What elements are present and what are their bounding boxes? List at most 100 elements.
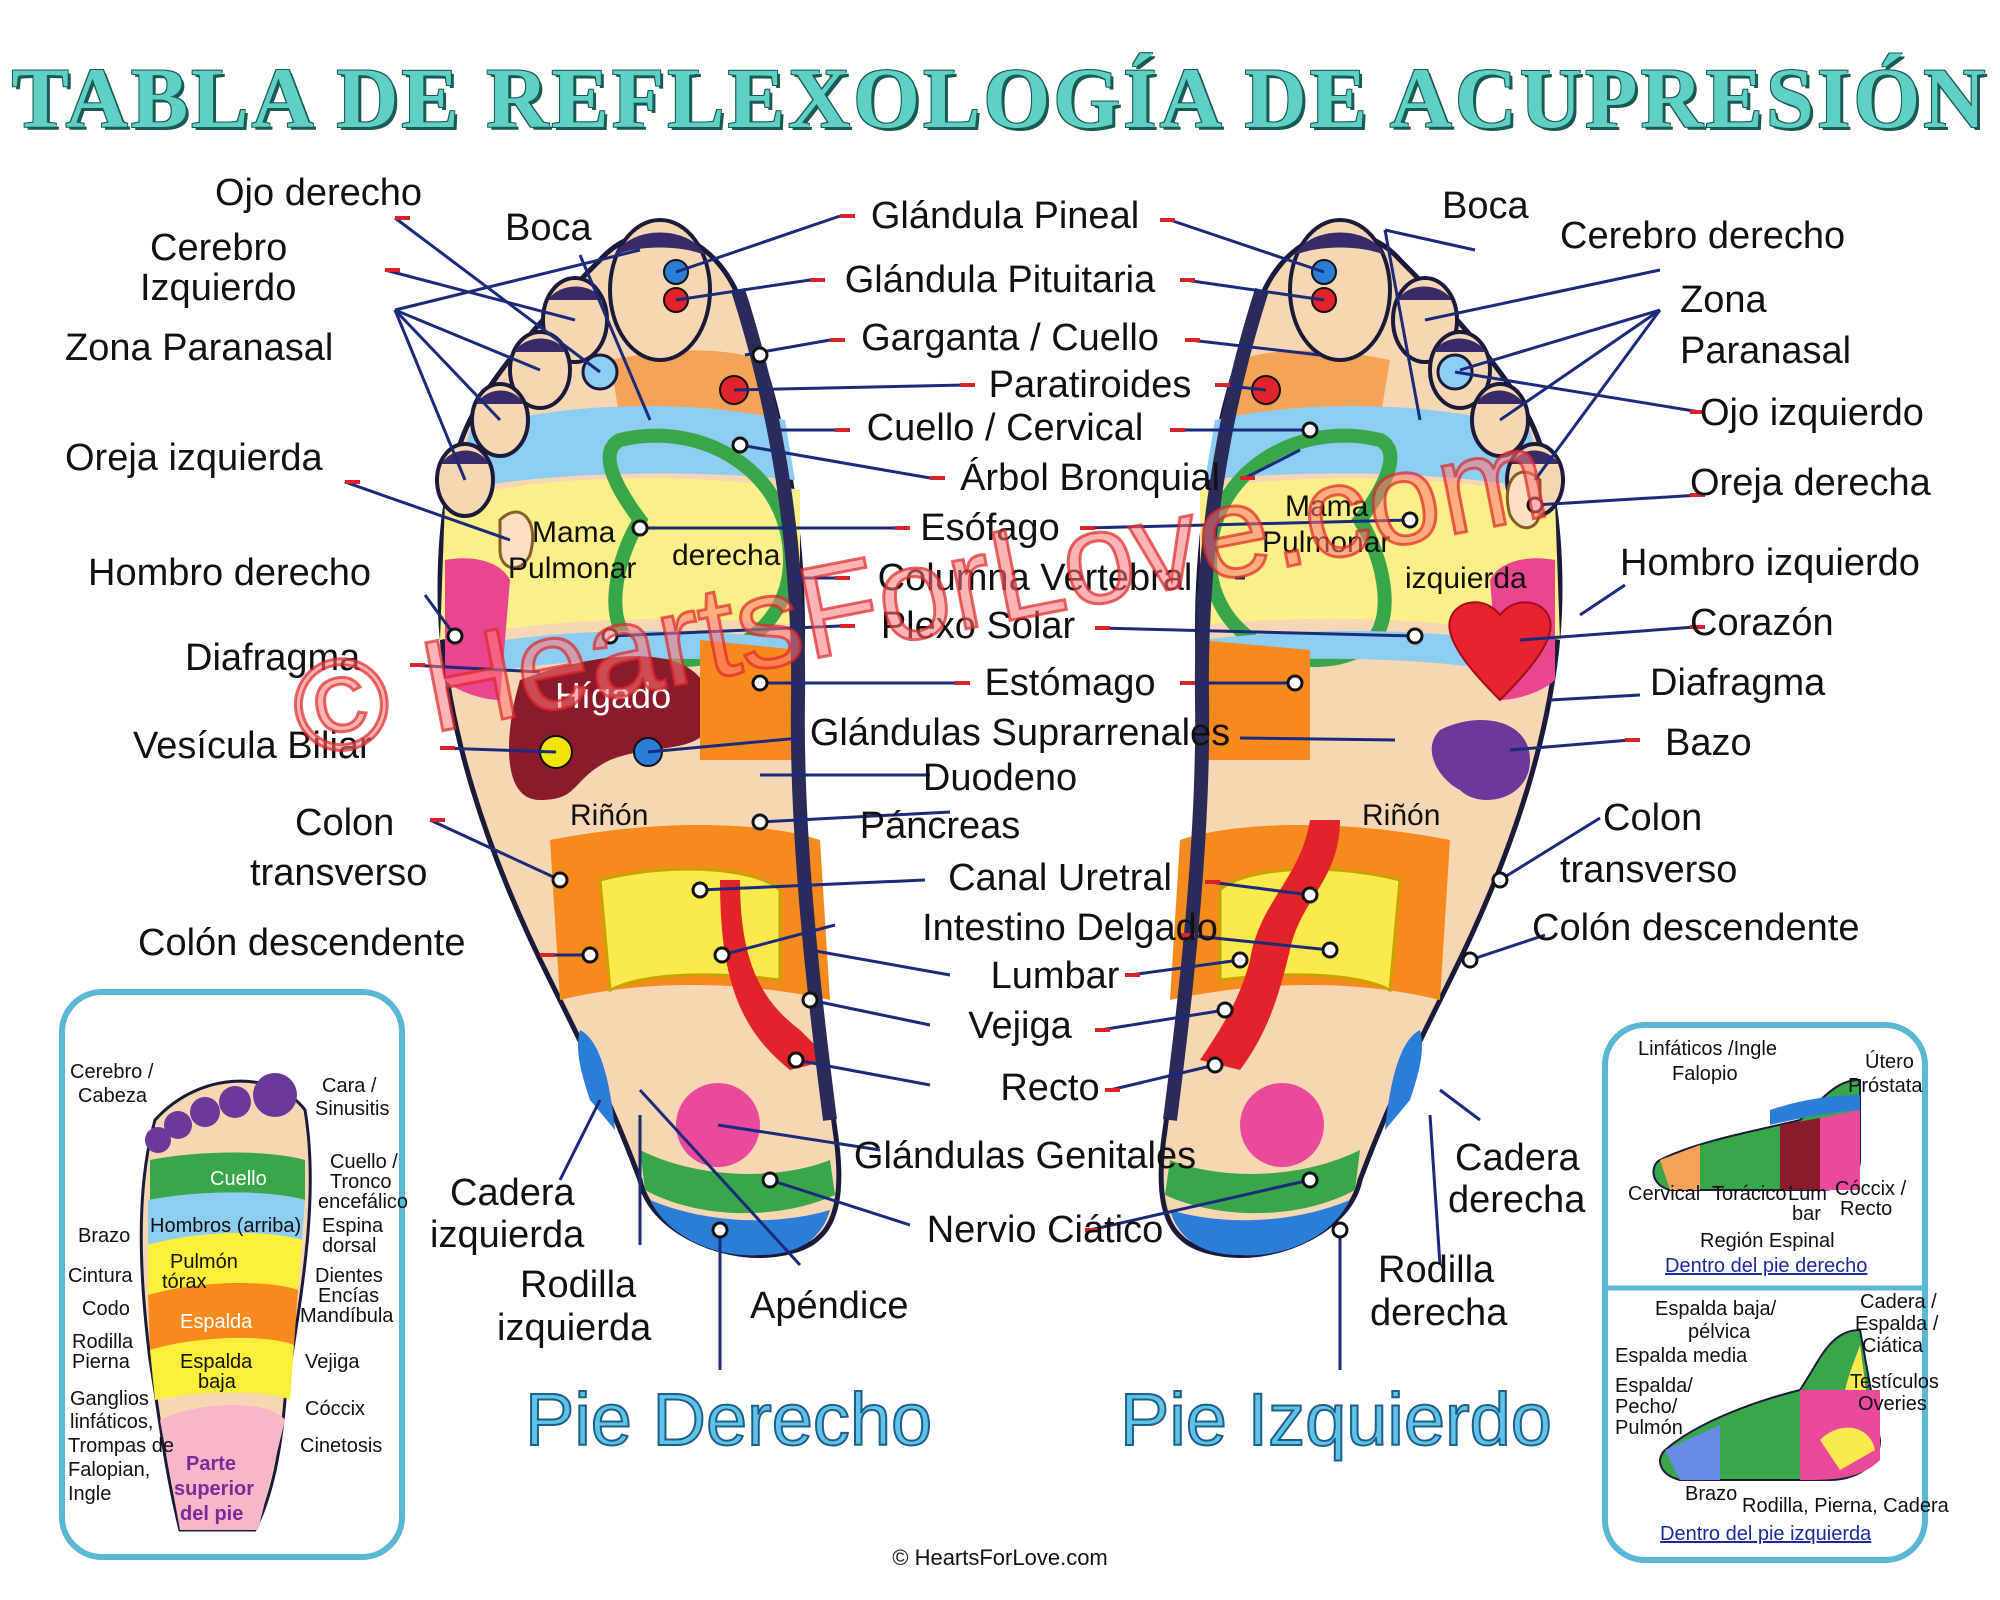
inset-top-foot-toe-3 <box>190 1097 220 1127</box>
label-diafragma-left: Diafragma <box>185 637 361 679</box>
inset-inside-left-yellow <box>1820 1427 1875 1470</box>
inset-l-overies: Overies <box>1858 1393 1927 1415</box>
label-colon-descendente-right: Colón descendente <box>1532 907 1859 949</box>
inset-l-rodilla: Rodilla, Pierna, Cadera <box>1742 1495 1950 1517</box>
left-foot-toe-3-tip <box>1434 338 1486 352</box>
right-foot-title: Pie Derecho <box>525 1378 932 1461</box>
left-foot: Mama Pulmonar izquierda Riñón <box>1158 218 1565 1259</box>
copyright: © HeartsForLove.com <box>892 1545 1108 1570</box>
inset-bottom-parte: Parte <box>186 1453 236 1475</box>
right-foot-esophagus-ring <box>602 428 798 667</box>
label-vejiga: Vejiga <box>968 1005 1072 1047</box>
label-cadera-right: Cadera <box>1455 1137 1580 1179</box>
left-foot-hip-zone <box>1385 1030 1422 1130</box>
left-foot-blue-band <box>1170 1200 1350 1256</box>
inset-l-cadera: Cadera / <box>1860 1291 1937 1313</box>
labels-left: Ojo derecho Cerebro Izquierdo Zona Paran… <box>65 172 908 1349</box>
left-foot-esophagus-ring <box>1202 428 1398 667</box>
left-foot-stomach-zone <box>1200 640 1310 760</box>
inset-r-toracico: Torácico <box>1712 1183 1786 1205</box>
label-rodilla-left: Rodilla <box>520 1264 637 1306</box>
inset-l-testiculos: Testículos <box>1850 1371 1939 1393</box>
label-cerebro: Cerebro <box>150 227 287 269</box>
label-hombro-derecho: Hombro derecho <box>88 552 371 594</box>
inset-label-cara: Cara / <box>322 1075 377 1097</box>
heart-icon <box>1448 601 1552 702</box>
inset-r-falopio: Falopio <box>1672 1063 1738 1085</box>
label-corazon: Corazón <box>1690 602 1834 644</box>
inset-label-rodilla: Rodilla <box>72 1331 134 1353</box>
inset-inside-feet: Linfáticos /Ingle Falopio Útero Próstata… <box>1602 1022 1950 1563</box>
left-foot-big-toe-tip <box>1295 232 1385 255</box>
label-bazo: Bazo <box>1665 722 1752 764</box>
inset-l-espalda-media: Espalda media <box>1615 1345 1748 1367</box>
inset-inside-left-testicle <box>1845 1345 1866 1390</box>
label-diafragma-right: Diafragma <box>1650 662 1826 704</box>
label-rodilla-right: Rodilla <box>1378 1249 1495 1291</box>
label-vesicula-biliar: Vesícula Biliar <box>133 725 372 767</box>
inset-top-foot-toe-1 <box>253 1073 297 1117</box>
inset-r-recto: Recto <box>1840 1198 1892 1220</box>
left-foot-green-band <box>1165 1150 1360 1214</box>
right-foot-spine <box>731 287 837 1121</box>
inset-r-linfaticos: Linfáticos /Ingle <box>1638 1038 1777 1060</box>
inset-label-linfaticos: linfáticos, <box>70 1411 153 1433</box>
label-apendice: Apéndice <box>750 1285 908 1327</box>
inset-bottom-superior: superior <box>174 1478 254 1500</box>
marker-dots <box>446 346 1544 1239</box>
inset-label-trompas: Trompas de <box>68 1435 174 1457</box>
inset-label-cintura: Cintura <box>68 1265 133 1287</box>
label-glandulas-genitales: Glándulas Genitales <box>854 1135 1196 1177</box>
label-izquierda-cadera: izquierda <box>430 1214 585 1256</box>
left-foot-title: Pie Izquierdo <box>1120 1378 1552 1461</box>
inset-r-prostata: Próstata <box>1848 1075 1923 1097</box>
inset-r-utero: Útero <box>1865 1050 1914 1073</box>
inset-label-codo: Codo <box>82 1298 130 1320</box>
red-ticks <box>345 214 1705 1232</box>
inset-label-pierna: Pierna <box>72 1351 131 1373</box>
inset-label-espina: Espina <box>322 1215 384 1237</box>
label-derecha-cadera: derecha <box>1448 1179 1586 1221</box>
inset-inside-right-lumbar <box>1780 1118 1820 1190</box>
inset-l-brazo: Brazo <box>1685 1483 1737 1505</box>
inset-label-cerebro: Cerebro / <box>70 1061 154 1083</box>
label-hombro-izquierdo: Hombro izquierdo <box>1620 542 1920 584</box>
inset-label-cuello: Cuello / <box>330 1151 398 1173</box>
label-glandula-pineal: Glándula Pineal <box>871 195 1139 237</box>
inset-inside-right-cervical <box>1660 1145 1700 1190</box>
labels-right: Boca Cerebro derecho Zona Paranasal Ojo … <box>1370 185 1932 1334</box>
label-recto: Recto <box>1000 1067 1099 1109</box>
inset-label-ganglios: Ganglios <box>70 1388 149 1410</box>
inset-r-coccix: Cóccix / <box>1835 1178 1907 1200</box>
inset-bottom-del-pie: del pie <box>180 1503 243 1525</box>
inset-l-pecho: Pecho/ <box>1615 1396 1678 1418</box>
inset-label-tronco: Tronco <box>330 1171 392 1193</box>
right-foot-in-rinon: Riñón <box>570 799 648 832</box>
inset-r-region-espinal: Región Espinal <box>1700 1230 1835 1252</box>
inset-inside-right-coccyx <box>1820 1110 1860 1190</box>
label-lumbar: Lumbar <box>991 955 1120 997</box>
label-colon-descendente-left: Colón descendente <box>138 922 465 964</box>
label-izquierdo: Izquierdo <box>140 267 296 309</box>
inset-label-cabeza: Cabeza <box>78 1085 148 1107</box>
label-derecha-rodilla: derecha <box>1370 1292 1508 1334</box>
inset-l-pelvica: pélvica <box>1688 1321 1751 1343</box>
label-arbol-bronquial: Árbol Bronquial <box>960 456 1220 499</box>
inset-in-espalda: Espalda <box>180 1311 253 1333</box>
label-boca-right: Boca <box>1442 185 1529 227</box>
inset-label-encefalico: encefálico <box>318 1191 408 1213</box>
inset-l-espalda2: Espalda / <box>1855 1313 1939 1335</box>
label-paranasal-right: Paranasal <box>1680 330 1851 372</box>
right-foot-blue-band <box>650 1200 830 1256</box>
label-canal-uretral: Canal Uretral <box>948 857 1172 899</box>
page-title: TABLA DE REFLEXOLOGÍA DE ACUPRESIÓN <box>11 50 1989 146</box>
label-transverso-right: transverso <box>1560 849 1737 891</box>
inset-in-pulmon: Pulmón <box>170 1251 238 1273</box>
inset-label-mandibula: Mandíbula <box>300 1305 394 1327</box>
label-oreja-derecha: Oreja derecha <box>1690 462 1932 504</box>
inset-top-foot-toe-4 <box>164 1111 192 1139</box>
left-foot-neck-zone <box>1205 406 1545 490</box>
label-oreja-izquierda: Oreja izquierda <box>65 437 324 479</box>
label-zona-paranasal: Zona Paranasal <box>65 327 333 369</box>
left-foot-toe-5-tip <box>1511 450 1559 464</box>
